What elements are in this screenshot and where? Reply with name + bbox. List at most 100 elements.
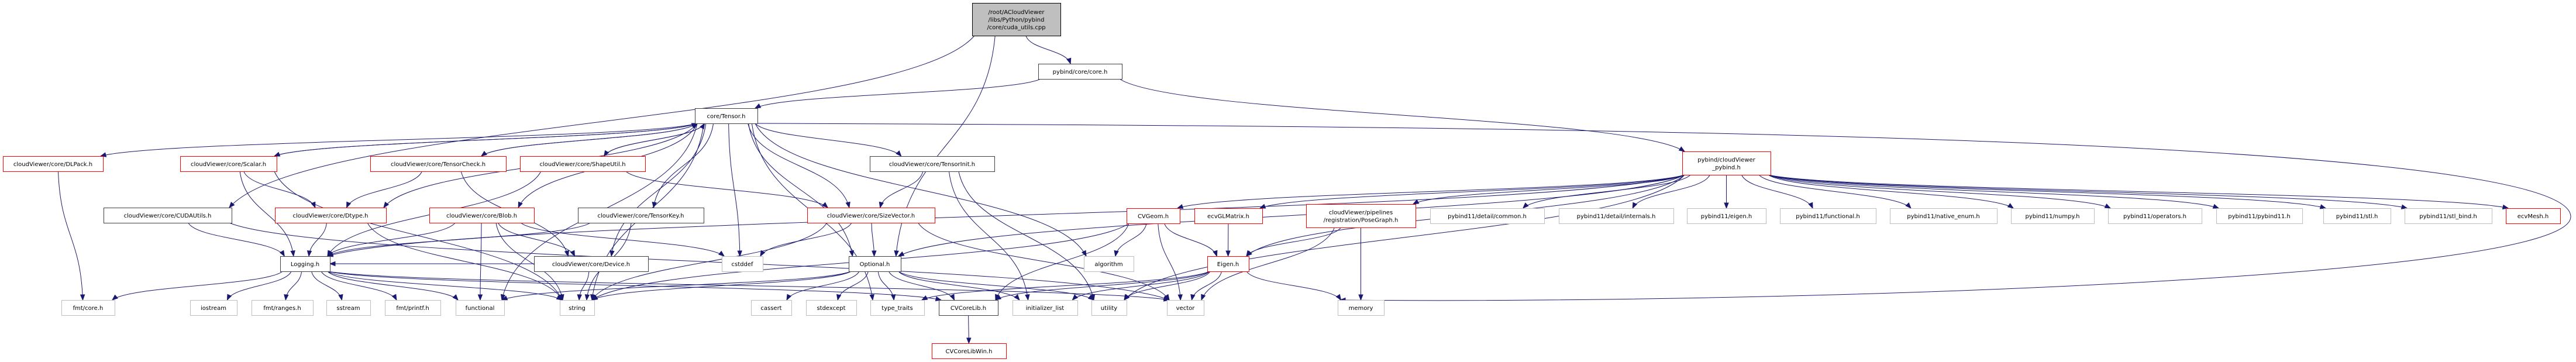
node-ecvmesh[interactable]: ecvMesh.h xyxy=(2506,208,2561,224)
node-stdexcept: stdexcept xyxy=(806,300,857,316)
node-ecvglmatrix[interactable]: ecvGLMatrix.h xyxy=(1194,208,1263,224)
node-tensor[interactable]: core/Tensor.h xyxy=(695,108,758,124)
arrowhead-icon xyxy=(754,103,762,109)
edge-line xyxy=(1124,271,1211,301)
node-pb-operators: pybind11/operators.h xyxy=(2108,208,2202,224)
arrowhead-icon xyxy=(1176,204,1184,209)
node-box xyxy=(560,300,595,316)
node-core-h[interactable]: pybind/core/core.h xyxy=(1038,64,1122,80)
edge-line xyxy=(1768,174,2509,209)
node-dlpack[interactable]: cloudViewer/core/DLPack.h xyxy=(3,156,104,172)
edge-sizevector-to-optional xyxy=(871,222,877,257)
edge-tensor-to-dlpack xyxy=(99,123,698,157)
arrowhead-icon xyxy=(1358,294,1363,301)
node-pb-native-enum: pybind11/native_enum.h xyxy=(1890,208,1998,224)
edge-eigen-to-type-traits xyxy=(921,271,1210,301)
edge-device-to-string xyxy=(577,271,590,301)
edge-line xyxy=(327,271,1170,301)
edge-dtype-to-logging xyxy=(306,222,327,257)
arrowhead-icon xyxy=(1225,250,1231,257)
node-eigen[interactable]: Eigen.h xyxy=(1207,256,1249,272)
node-cvgeom[interactable]: CVGeom.h xyxy=(1127,208,1180,224)
edge-posegraph-to-eigen xyxy=(1246,227,1341,257)
edge-scalar-to-logging xyxy=(239,171,295,257)
node-scalar[interactable]: cloudViewer/core/Scalar.h xyxy=(180,156,277,172)
edge-logging-to-fmt-ranges xyxy=(284,271,302,301)
edge-line xyxy=(921,271,1210,301)
node-cstddef: cstddef xyxy=(722,256,763,272)
edge-pybind-cv-to-pb-operators xyxy=(1768,174,2112,209)
node-tensorcheck[interactable]: cloudViewer/core/TensorCheck.h xyxy=(370,156,507,172)
edge-tensor-to-tensorkey xyxy=(652,123,714,209)
edge-line xyxy=(760,222,852,257)
arrowhead-icon xyxy=(391,294,397,301)
edge-core-h-to-pybind-cv xyxy=(1119,78,1686,152)
node-label: cloudViewer/core/TensorKey.h xyxy=(597,213,684,219)
node-box xyxy=(1430,208,1545,224)
node-label: memory xyxy=(1349,305,1373,312)
node-posegraph[interactable]: cloudViewer/pipelines/registration/PoseG… xyxy=(1306,204,1416,228)
edge-ecvglmatrix-to-eigen xyxy=(1225,223,1231,257)
node-tensorinit[interactable]: cloudViewer/core/TensorInit.h xyxy=(870,156,995,172)
node-vector: vector xyxy=(1167,300,1204,316)
node-root[interactable]: /root/ACloudViewer/libs/Python/pybind/co… xyxy=(972,3,1061,36)
node-pb-functional: pybind11/functional.h xyxy=(1780,208,1876,224)
node-dtype[interactable]: cloudViewer/core/Dtype.h xyxy=(275,208,387,223)
arrowhead-icon xyxy=(921,295,928,301)
node-label: Logging.h xyxy=(291,261,319,268)
node-cassert: cassert xyxy=(751,300,792,316)
edge-pybind-cv-to-pb-native-enum xyxy=(1758,174,1912,209)
node-blob[interactable]: cloudViewer/core/Blob.h xyxy=(429,208,535,223)
node-label: /core/cuda_utils.cpp xyxy=(987,25,1045,31)
edge-line xyxy=(1741,174,1813,209)
node-optional[interactable]: Optional.h xyxy=(849,256,901,272)
edge-pybind-cv-to-optional xyxy=(897,174,1685,257)
arrowhead-icon xyxy=(501,295,508,301)
arrowhead-icon xyxy=(346,201,352,209)
node-cvcorelib[interactable]: CVCoreLib.h xyxy=(939,300,998,316)
edge-line xyxy=(1259,174,1685,209)
edge-line xyxy=(274,123,698,157)
arrowhead-icon xyxy=(897,251,905,257)
edge-line xyxy=(1124,174,1685,301)
edge-line xyxy=(229,222,1170,301)
edge-cvgeom-to-algorithm xyxy=(1114,223,1147,257)
node-label: cloudViewer/core/Blob.h xyxy=(446,213,517,219)
node-box xyxy=(1687,208,1766,224)
edge-line xyxy=(1025,35,1071,64)
node-label: pybind11/detail/internals.h xyxy=(1577,213,1656,220)
node-pb-eigen: pybind11/eigen.h xyxy=(1687,208,1766,224)
node-device[interactable]: cloudViewer/core/Device.h xyxy=(534,256,649,272)
edges-layer xyxy=(58,35,2571,344)
arrowhead-icon xyxy=(477,294,483,301)
edge-logging-to-vector xyxy=(327,271,1170,302)
edge-line xyxy=(239,171,294,257)
edge-posegraph-to-vector xyxy=(1201,227,1335,301)
node-cvcorelibwin[interactable]: CVCoreLibWin.h xyxy=(932,343,1007,359)
node-pybind-cv[interactable]: pybind/cloudViewer_pybind.h xyxy=(1682,151,1771,175)
node-cudautils[interactable]: cloudViewer/core/CUDAUtils.h xyxy=(104,208,232,223)
node-box xyxy=(1890,208,1998,224)
node-label: string xyxy=(569,305,586,312)
node-label: pybind11/native_enum.h xyxy=(1907,213,1980,220)
edge-sizevector-to-cstddef xyxy=(760,222,852,257)
node-label: vector xyxy=(1176,305,1196,312)
edge-line xyxy=(604,123,705,157)
arrowhead-icon xyxy=(1412,199,1420,205)
arrowhead-icon xyxy=(994,295,1002,301)
edge-blob-to-string xyxy=(495,222,564,301)
node-logging[interactable]: Logging.h xyxy=(280,256,330,272)
edge-blob-to-device xyxy=(498,222,576,257)
node-box xyxy=(3,156,104,172)
node-label: pybind/cloudViewer xyxy=(1697,157,1755,164)
edge-line xyxy=(755,123,902,157)
node-sizevector[interactable]: cloudViewer/core/SizeVector.h xyxy=(807,208,935,223)
node-label: Optional.h xyxy=(860,261,890,268)
node-algorithm: algorithm xyxy=(1084,256,1134,272)
edge-tensor-to-cstddef xyxy=(728,123,742,257)
node-memory: memory xyxy=(1338,300,1385,316)
edge-line xyxy=(898,271,1094,301)
node-box xyxy=(722,256,763,272)
node-tensorkey[interactable]: cloudViewer/core/TensorKey.h xyxy=(578,208,704,223)
node-shapeutil[interactable]: cloudViewer/core/ShapeUtil.h xyxy=(520,156,646,172)
